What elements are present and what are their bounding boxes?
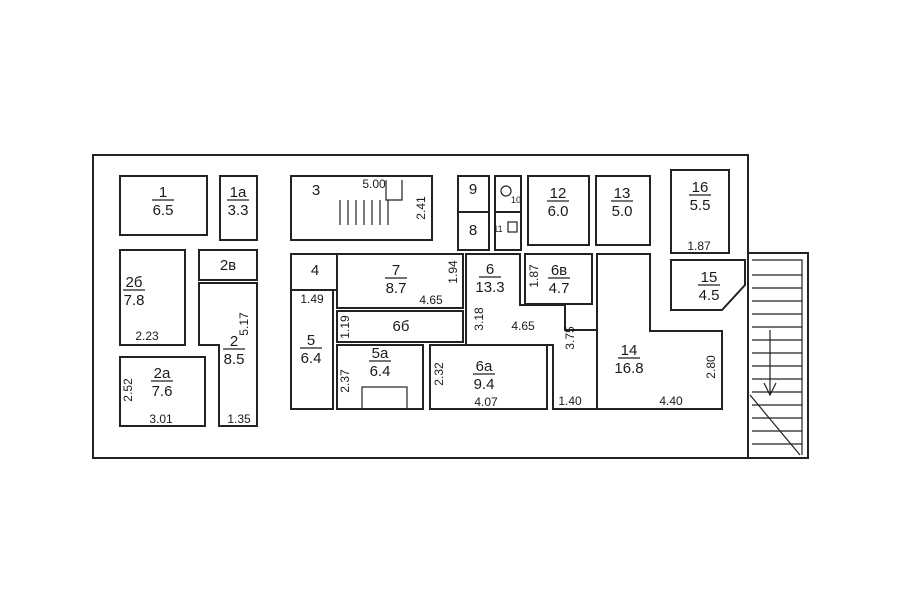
room-1 <box>119 175 208 236</box>
room-number-15: 15 <box>701 269 718 286</box>
room-number-2v: 2в <box>220 257 236 274</box>
room-number-11: 11 <box>493 224 502 234</box>
dim-2b-width: 2.23 <box>135 329 159 343</box>
dim-2-width: 1.35 <box>227 412 251 426</box>
room-number-1a: 1а <box>230 184 247 201</box>
room-14 <box>596 253 723 410</box>
room-10 <box>494 175 522 213</box>
dim-14-height-1: 3.75 <box>563 326 577 350</box>
dim-6-height: 3.18 <box>472 307 486 331</box>
toilet-icon <box>500 185 512 197</box>
room-area-1: 6.5 <box>153 202 174 219</box>
interior-staircase <box>339 200 389 225</box>
dim-7-height: 1.94 <box>446 260 460 284</box>
room-13 <box>595 175 651 246</box>
room-6b <box>336 310 464 343</box>
room-area-16: 5.5 <box>690 197 711 214</box>
dim-3-width: 5.00 <box>362 177 386 191</box>
room-number-2: 2 <box>230 333 238 350</box>
dim-2a-width: 3.01 <box>149 412 173 426</box>
room-5a-fixture <box>361 386 408 410</box>
room-area-2b: 7.8 <box>124 292 145 309</box>
room-number-14: 14 <box>621 342 638 359</box>
room-2a <box>119 356 206 427</box>
room-number-2a: 2а <box>154 365 171 382</box>
dim-6a-width: 4.07 <box>474 395 498 409</box>
room-area-6: 13.3 <box>475 279 504 296</box>
dim-14-width-1: 1.40 <box>558 394 582 408</box>
dim-4-width: 1.49 <box>300 292 324 306</box>
rooms <box>119 169 746 427</box>
room-number-16: 16 <box>692 179 709 196</box>
room-number-6a: 6а <box>476 358 493 375</box>
room-area-12: 6.0 <box>548 203 569 220</box>
room-area-13: 5.0 <box>612 203 633 220</box>
dim-3-height: 2.41 <box>414 196 428 220</box>
dim-6v-height: 1.87 <box>527 264 541 288</box>
room-number-8: 8 <box>469 222 477 239</box>
room-number-10: 10 <box>511 195 521 205</box>
dim-6a-height: 2.32 <box>432 362 446 386</box>
dim-14-height-2: 2.80 <box>704 355 718 379</box>
dimension-labels: 2.23 5.17 2.52 3.01 1.35 5.00 2.41 1.49 … <box>121 177 718 426</box>
room-3 <box>290 175 433 241</box>
room-16 <box>670 169 730 254</box>
room-number-13: 13 <box>614 185 631 202</box>
room-area-7: 8.7 <box>386 280 407 297</box>
room-8 <box>457 211 490 251</box>
room-2 <box>198 282 258 427</box>
dim-16-width: 1.87 <box>687 239 711 253</box>
room-number-12: 12 <box>550 185 567 202</box>
dim-6b-height: 1.19 <box>338 315 352 339</box>
room-number-3: 3 <box>312 182 320 199</box>
room-number-1: 1 <box>159 184 167 201</box>
room-area-5a: 6.4 <box>370 363 391 380</box>
room-2b <box>119 249 186 346</box>
sink-icon <box>507 221 518 233</box>
room-1a <box>219 175 258 241</box>
room-number-7: 7 <box>392 262 400 279</box>
room-area-2: 8.5 <box>224 351 245 368</box>
room-area-2a: 7.6 <box>152 383 173 400</box>
exterior-staircase <box>748 252 809 459</box>
room-area-5: 6.4 <box>301 350 322 367</box>
room-5a <box>336 344 424 410</box>
room-number-6: 6 <box>486 261 494 278</box>
room-2v <box>198 249 258 281</box>
dim-2-height: 5.17 <box>237 312 251 336</box>
dim-7-width: 4.65 <box>419 293 443 307</box>
room-area-6v: 4.7 <box>549 280 570 297</box>
room-number-9: 9 <box>469 181 477 198</box>
room-7 <box>336 253 464 309</box>
room-5 <box>290 289 334 410</box>
room-number-6v: 6в <box>551 262 567 279</box>
room-area-6a: 9.4 <box>474 376 495 393</box>
dim-14-width-2: 4.40 <box>659 394 683 408</box>
room-12 <box>527 175 590 246</box>
room-number-5: 5 <box>307 332 315 349</box>
dim-6-width: 4.65 <box>511 319 535 333</box>
room-number-5a: 5а <box>372 345 389 362</box>
room-area-15: 4.5 <box>699 287 720 304</box>
room-area-1a: 3.3 <box>228 202 249 219</box>
room-number-4: 4 <box>311 262 319 279</box>
dim-2a-height: 2.52 <box>121 378 135 402</box>
room-6v <box>524 253 593 305</box>
room-number-6b: 6б <box>393 318 410 335</box>
room-number-2b: 2б <box>126 274 143 291</box>
room-area-14: 16.8 <box>614 360 643 377</box>
dim-5a-height: 2.37 <box>338 369 352 393</box>
